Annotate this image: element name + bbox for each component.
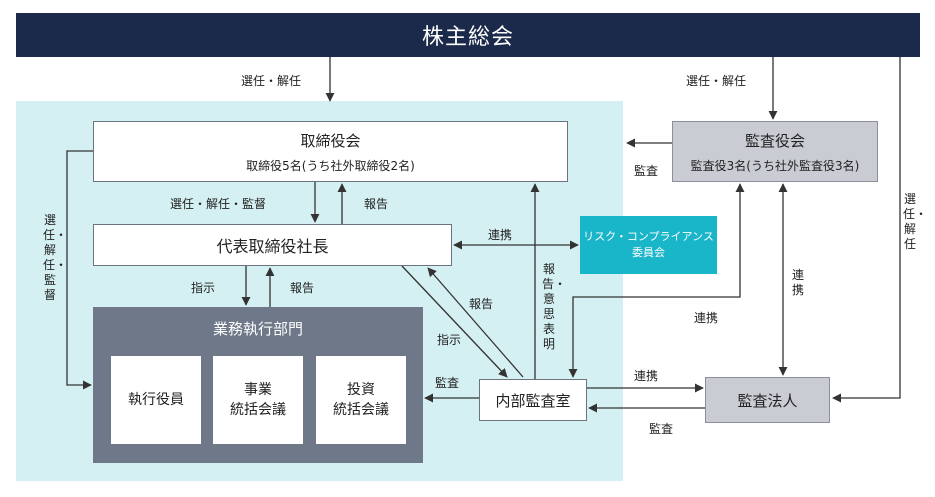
arrow-shareholders-auditcorp xyxy=(832,57,901,403)
audit-board-members: 監査役3名(うち社外監査役3名) xyxy=(690,158,860,173)
label-audit-corp: 監査 xyxy=(649,422,674,436)
exec-unit-label-2: 統括会議 xyxy=(230,402,286,418)
label-coord-auditboard-internal: 連携 xyxy=(694,311,719,325)
label-audit-board: 監査 xyxy=(634,164,659,178)
label-elect-supervise: 選任・解任・監督 xyxy=(170,197,267,211)
audit-board: 監査役会 監査役3名(うち社外監査役3名) xyxy=(672,121,878,182)
exec-unit-label-2: 統括会議 xyxy=(333,402,389,418)
label-instruct-internal: 指示 xyxy=(437,333,462,347)
label-elect-auditboard: 選任・解任 xyxy=(686,74,747,88)
label-elect-corp: 選任・解任 xyxy=(903,192,928,251)
label-instruct-dept: 指示 xyxy=(191,281,216,295)
arrow-board-execdept xyxy=(66,150,93,390)
risk-line1: リスク・コンプライアンス xyxy=(583,230,714,243)
arrow-president-internalaudit xyxy=(401,265,508,378)
label-report-board: 報告 xyxy=(364,197,389,211)
risk-line2: 委員会 xyxy=(632,246,665,259)
board-of-directors: 取締役会 取締役5名(うち社外取締役2名) xyxy=(93,121,568,182)
label-audit-dept: 監査 xyxy=(435,376,460,390)
label-coord-internal-corp: 連携 xyxy=(634,369,659,383)
label-coord-risk: 連携 xyxy=(488,228,513,242)
president: 代表取締役社長 xyxy=(93,224,452,266)
board-title: 取締役会 xyxy=(300,131,361,150)
audit-board-title: 監査役会 xyxy=(744,131,805,150)
exec-unit-investment-council: 投資 統括会議 xyxy=(316,356,406,444)
audit-corporation: 監査法人 xyxy=(705,377,830,423)
label-report-opinion: 報告・意思表明 xyxy=(542,262,567,351)
arrow-auditboard-internalaudit xyxy=(568,183,745,378)
label-report-dept: 報告 xyxy=(290,281,315,295)
exec-unit-label: 投資 xyxy=(347,382,375,398)
label-coord-auditboard-corp: 連携 xyxy=(791,268,804,297)
exec-unit-label: 執行役員 xyxy=(128,392,184,408)
label-elect-board: 選任・解任 xyxy=(241,74,302,88)
exec-dept-title: 業務執行部門 xyxy=(212,320,303,338)
exec-unit-officers: 執行役員 xyxy=(111,356,201,444)
internal-audit-office: 内部監査室 xyxy=(479,379,587,421)
label-report-internal: 報告 xyxy=(469,297,494,311)
exec-unit-business-council: 事業 統括会議 xyxy=(213,356,303,444)
arrow-internalaudit-president xyxy=(427,267,524,378)
shareholders-meeting: 株主総会 xyxy=(16,13,920,57)
board-members: 取締役5名(うち社外取締役2名) xyxy=(246,158,415,173)
exec-unit-label: 事業 xyxy=(244,382,272,398)
label-elect-supervise-left: 選任・解任・監督 xyxy=(43,213,68,302)
risk-compliance-committee: リスク・コンプライアンス 委員会 xyxy=(580,216,717,274)
